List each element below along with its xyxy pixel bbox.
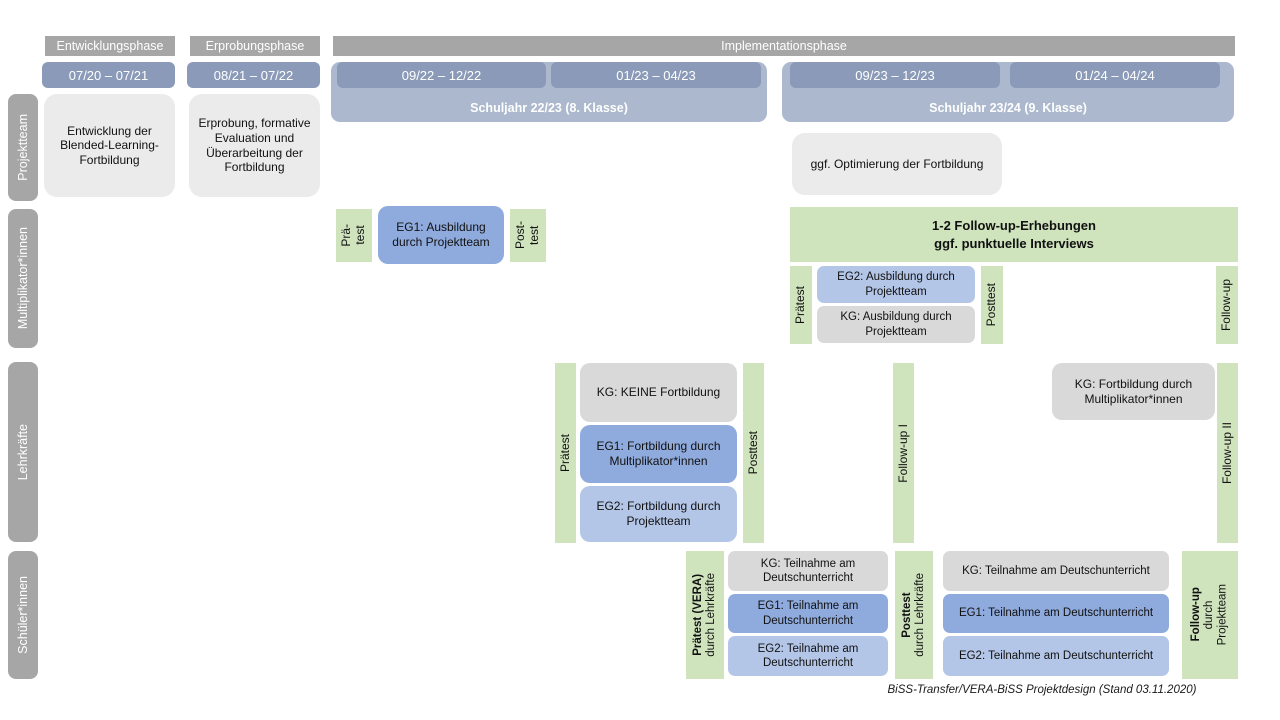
marker-praetest-lehrkraefte: Prätest (555, 363, 576, 543)
task-erprobung-evaluation: Erprobung, formative Evaluation und Über… (189, 94, 320, 197)
phase-label: Implementationsphase (721, 39, 847, 53)
marker-line: durch (1203, 600, 1216, 630)
date-range-0821-0722: 08/21 – 07/22 (187, 62, 320, 88)
date-range-0123-0423: 01/23 – 04/23 (551, 62, 761, 88)
phase-bar-entwicklung: Entwicklungsphase (45, 36, 175, 56)
phase-bar-implementation: Implementationsphase (333, 36, 1235, 56)
task-text: KG: KEINE Fortbildung (596, 385, 721, 400)
marker-line: Follow-up II (1219, 421, 1234, 485)
date-range-label: 01/24 – 04/24 (1075, 67, 1155, 83)
marker-line: Posttest (984, 283, 999, 327)
marker-followup-schueler: Follow-up durch Projektteam (1182, 551, 1238, 679)
phase-label: Entwicklungsphase (56, 39, 164, 53)
row-label-text: Projektteam (15, 114, 30, 181)
task-text: EG2: Teilnahme am Deutschunterricht (757, 642, 859, 669)
marker-praetest2-multiplikatoren: Prätest (790, 266, 812, 344)
task-kg-teilnahme-1: KG: Teilnahme am Deutschunterricht (728, 551, 888, 591)
task-eg1-ausbildung: EG1: Ausbildung durch Projektteam (378, 206, 504, 264)
school-year-label: Schuljahr 23/24 (9. Klasse) (929, 101, 1087, 115)
marker-line: Prätest (557, 433, 572, 472)
marker-line: Projektteam (1216, 584, 1229, 646)
task-optimierung-fortbildung: ggf. Optimierung der Fortbildung (792, 133, 1002, 195)
marker-line: Posttest (745, 431, 760, 475)
task-text: EG2: Ausbildung durch Projektteam (837, 271, 955, 298)
diagram-caption: BiSS-Transfer/VERA-BiSS Projektdesign (S… (887, 684, 1197, 696)
task-text: ggf. Optimierung der Fortbildung (810, 156, 984, 171)
task-text: KG: Ausbildung durch Projektteam (840, 311, 952, 338)
date-range-label: 09/23 – 12/23 (855, 67, 935, 83)
phase-bar-erprobung: Erprobungsphase (190, 36, 320, 56)
task-entwicklung-fortbildung: Entwicklung der Blended-Learning-Fortbil… (44, 94, 175, 197)
marker-followup2-lehrkraefte: Follow-up II (1217, 363, 1238, 543)
task-eg2-ausbildung: EG2: Ausbildung durch Projektteam (817, 266, 975, 303)
task-text: EG1: Ausbildung durch Projektteam (392, 220, 490, 249)
task-text: EG1: Teilnahme am Deutschunterricht (757, 600, 859, 627)
task-eg2-teilnahme-1: EG2: Teilnahme am Deutschunterricht (728, 636, 888, 676)
task-kg-fortbildung-multiplikatoren: KG: Fortbildung durch Multiplikator*inne… (1052, 363, 1215, 420)
row-label-projektteam: Projektteam (8, 94, 38, 201)
row-label-text: Schüler*innen (15, 576, 30, 654)
task-eg2-fortbildung-projektteam: EG2: Fortbildung durch Projektteam (580, 486, 737, 542)
task-text: KG: Teilnahme am Deutschunterricht (962, 564, 1150, 577)
banner-line: ggf. punktuelle Interviews (934, 235, 1094, 251)
date-range-label: 08/21 – 07/22 (213, 67, 294, 83)
marker-followup1-lehrkraefte: Follow-up I (893, 363, 914, 543)
task-text: EG2: Teilnahme am Deutschunterricht (958, 649, 1154, 662)
row-label-lehrkraefte: Lehrkräfte (8, 362, 38, 542)
task-text: EG1: Teilnahme am Deutschunterricht (958, 607, 1154, 620)
task-text: Entwicklung der Blended-Learning-Fortbil… (60, 123, 159, 167)
date-range-label: 07/20 – 07/21 (68, 67, 149, 83)
date-range-0720-0721: 07/20 – 07/21 (42, 62, 175, 88)
task-kg-ausbildung: KG: Ausbildung durch Projektteam (817, 306, 975, 343)
task-text: KG: Teilnahme am Deutschunterricht (760, 557, 856, 584)
marker-praetest-multiplikatoren: Prä- test (336, 209, 372, 262)
marker-line: Prätest (793, 285, 808, 324)
banner-followup-erhebungen: 1-2 Follow-up-Erhebungen ggf. punktuelle… (790, 207, 1238, 262)
task-text: KG: Fortbildung durch Multiplikator*inne… (1074, 376, 1193, 406)
task-text: EG1: Fortbildung durch Multiplikator*inn… (596, 439, 721, 468)
task-eg2-teilnahme-2: EG2: Teilnahme am Deutschunterricht (943, 636, 1169, 676)
row-label-multiplikatoren: Multiplikator*innen (8, 209, 38, 348)
task-eg1-fortbildung-multiplikatoren: EG1: Fortbildung durch Multiplikator*inn… (580, 425, 737, 483)
marker-line: test (527, 225, 541, 246)
marker-posttest-multiplikatoren: Post- test (510, 209, 546, 262)
row-label-text: Lehrkräfte (15, 423, 30, 481)
date-range-0922-1222: 09/22 – 12/22 (337, 62, 546, 88)
task-text: Erprobung, formative Evaluation und Über… (198, 116, 311, 175)
task-eg1-teilnahme-1: EG1: Teilnahme am Deutschunterricht (728, 594, 888, 633)
banner-line: 1-2 Follow-up-Erhebungen (932, 217, 1096, 233)
marker-line: Posttest (900, 592, 913, 638)
task-kg-teilnahme-2: KG: Teilnahme am Deutschunterricht (943, 551, 1169, 591)
row-label-text: Multiplikator*innen (15, 227, 30, 330)
date-range-label: 09/22 – 12/22 (401, 67, 482, 83)
marker-praetest-vera-schueler: Prätest (VERA) durch Lehrkräfte (686, 551, 724, 679)
marker-posttest-lehrkraefte: Posttest (743, 363, 764, 543)
marker-posttest-schueler: Posttest durch Lehrkräfte (895, 551, 933, 679)
marker-line: test (353, 225, 367, 246)
marker-posttest2-multiplikatoren: Posttest (981, 266, 1003, 344)
marker-line: durch Lehrkräfte (705, 573, 717, 657)
school-year-label: Schuljahr 22/23 (8. Klasse) (470, 101, 628, 115)
task-kg-keine-fortbildung: KG: KEINE Fortbildung (580, 363, 737, 422)
date-range-0124-0424: 01/24 – 04/24 (1010, 62, 1220, 88)
marker-line: Follow-up (1190, 587, 1203, 643)
phase-label: Erprobungsphase (205, 39, 305, 53)
marker-line: Prätest (VERA) (691, 574, 704, 656)
task-eg1-teilnahme-2: EG1: Teilnahme am Deutschunterricht (943, 594, 1169, 633)
marker-line: durch Lehrkräfte (914, 573, 926, 657)
row-label-schueler: Schüler*innen (8, 551, 38, 679)
marker-line: Follow-up (1219, 278, 1234, 332)
task-text: EG2: Fortbildung durch Projektteam (596, 499, 721, 528)
marker-followup-multiplikatoren: Follow-up (1216, 266, 1238, 344)
marker-line: Follow-up I (895, 423, 910, 483)
date-range-label: 01/23 – 04/23 (616, 67, 696, 83)
date-range-0923-1223: 09/23 – 12/23 (790, 62, 1000, 88)
